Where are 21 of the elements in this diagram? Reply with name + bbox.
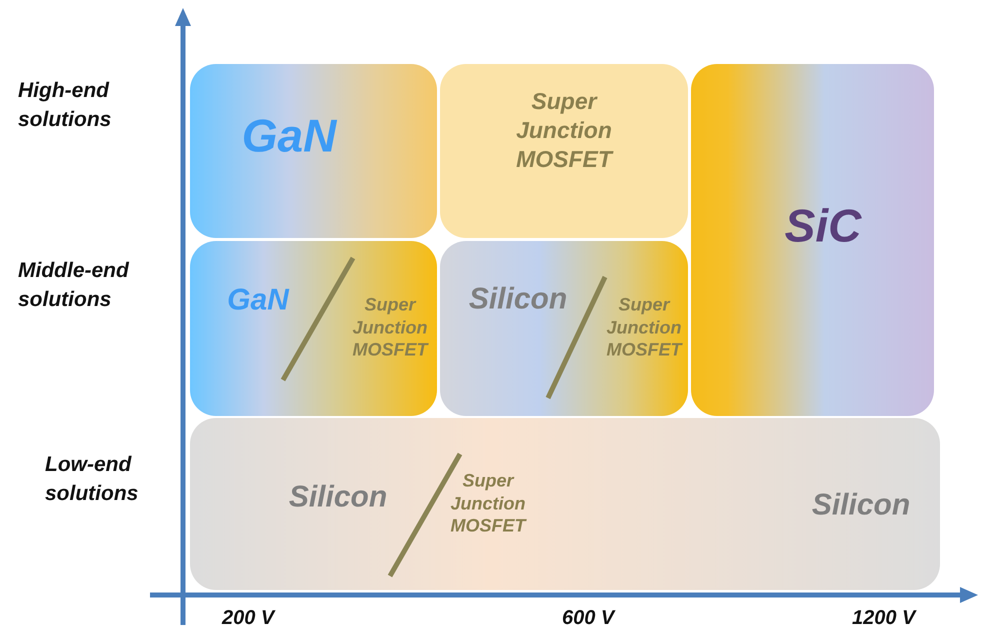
material-label: Super Junction MOSFET xyxy=(515,86,614,174)
material-label: Super Junction MOSFET xyxy=(352,293,430,361)
material-label: GaN xyxy=(227,282,289,318)
region-box xyxy=(190,418,940,590)
region-box xyxy=(440,241,688,416)
axis-label: 200 V xyxy=(222,606,274,631)
axis-label: High-end solutions xyxy=(18,78,112,134)
region-box xyxy=(190,64,437,238)
material-label: Super Junction MOSFET xyxy=(450,469,528,537)
axis-label: Middle-end solutions xyxy=(18,258,130,314)
material-label: GaN xyxy=(242,108,336,164)
axis-label: 1200 V xyxy=(852,606,916,631)
axis-label: Low-end solutions xyxy=(45,452,140,508)
axis-label: 600 V xyxy=(562,606,614,631)
region-box xyxy=(691,64,934,416)
material-label: Silicon xyxy=(288,479,388,516)
region-box xyxy=(440,64,688,238)
region-box xyxy=(190,241,437,416)
material-label: Silicon xyxy=(468,281,568,318)
material-label: Silicon xyxy=(812,487,910,524)
material-label: SiC xyxy=(784,198,862,254)
